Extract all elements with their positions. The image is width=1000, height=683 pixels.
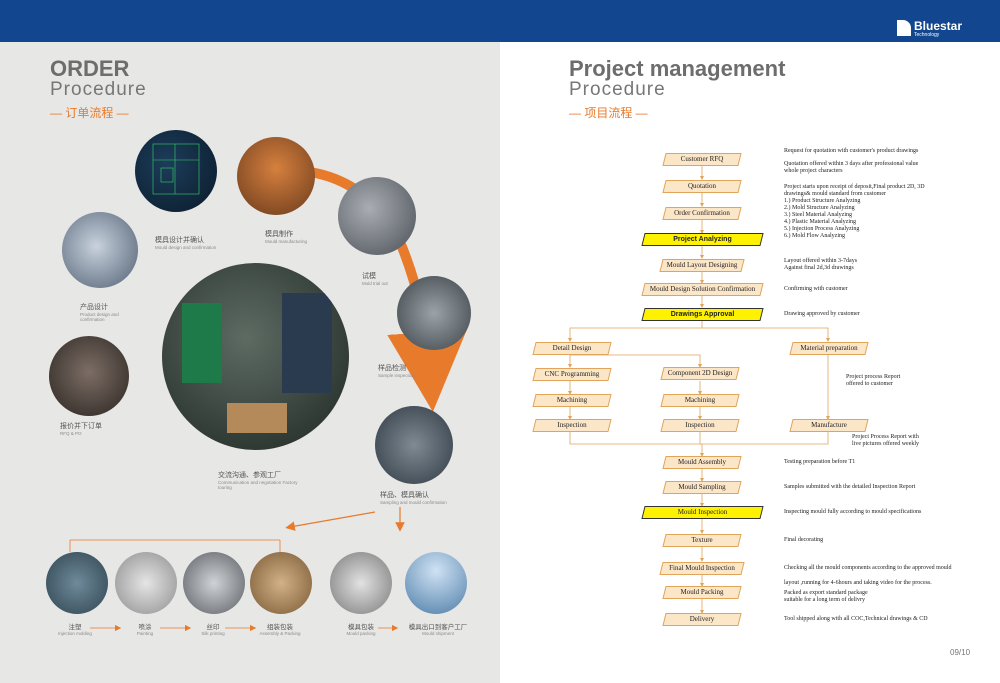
- node-inspection-cnc: Inspection: [532, 419, 612, 432]
- note-confirm: Confirming with customer: [784, 286, 848, 292]
- assembly-packing-photo: [250, 552, 312, 614]
- silk-printing-photo: [183, 552, 245, 614]
- node-drawings-approval: Drawings Approval: [641, 308, 764, 321]
- node-mould-layout-designing: Mould Layout Designing: [659, 259, 745, 272]
- node-quotation: Quotation: [662, 180, 742, 193]
- node-component-2d-design: Component 2D Design: [660, 367, 740, 380]
- note-samples: Samples submitted with the detailed Insp…: [784, 484, 916, 490]
- flowchart-connectors: [568, 166, 830, 614]
- note-analysis-4: 4.) Plastic Material Analyzing: [784, 219, 856, 225]
- arrow-to-production: [285, 511, 376, 531]
- note-inspecting: Inspecting mould fully according to moul…: [784, 509, 922, 515]
- bluestar-logo-icon: [897, 20, 911, 36]
- order-subtitle: Procedure: [50, 79, 147, 100]
- node-machining-component: Machining: [660, 394, 740, 407]
- header-bar: [0, 0, 1000, 42]
- note-drawing-approved: Drawing approved by customer: [784, 311, 860, 317]
- node-mould-sampling: Mould Sampling: [662, 481, 742, 494]
- note-analysis-3: 3.) Steel Material Analyzing: [784, 212, 852, 218]
- note-quotation-1: Quotation offered within 3 days after pr…: [784, 161, 919, 167]
- sample-inspection-photo: [397, 276, 471, 350]
- note-weekly-report-1: Project Process Report with: [852, 434, 919, 440]
- painting-photo: [115, 552, 177, 614]
- note-weekly-report-2: live pictures offered weekly: [852, 441, 920, 447]
- pm-title: Project management: [569, 56, 786, 81]
- node-final-mould-inspection: Final Mould Inspection: [659, 562, 745, 575]
- pm-cn-title: — 项目流程 —: [569, 106, 648, 120]
- order-title: ORDER: [50, 56, 130, 81]
- mould-design-photo: [135, 130, 217, 212]
- mould-packing-photo: [330, 552, 392, 614]
- note-decorating: Final decorating: [784, 537, 824, 543]
- node-delivery: Delivery: [662, 613, 742, 626]
- note-packed-2: suitable for a long term of delivry: [784, 597, 865, 603]
- node-mould-inspection: Mould Inspection: [641, 506, 764, 519]
- project-management-panel: [500, 42, 1000, 683]
- sampling-confirmation-photo: [375, 406, 453, 484]
- note-layout-2: Against final 2d,3d drawings: [784, 265, 854, 271]
- brand-sub: Technology: [914, 32, 940, 38]
- note-analysis-2: 2.) Mold Structure Analyzing: [784, 205, 855, 211]
- mold-trial-photo: [338, 177, 416, 255]
- note-rfq: Request for quotation with customer's pr…: [784, 148, 919, 154]
- note-quotation-2: whole project characters: [784, 168, 843, 174]
- note-process-report-2: offered to customer: [846, 381, 893, 387]
- node-machining-cnc: Machining: [532, 394, 612, 407]
- node-design-solution-confirmation: Mould Design Solution Confirmation: [641, 283, 764, 296]
- node-mould-packing: Mould Packing: [662, 586, 742, 599]
- note-checking-2: layout ,running for 4-6hours and taking …: [784, 580, 932, 586]
- rfq-po-photo: [49, 336, 129, 416]
- mould-manufacturing-photo: [237, 137, 315, 215]
- node-inspection-component: Inspection: [660, 419, 740, 432]
- note-project-start-2: drawings& mould standard from customer: [784, 191, 886, 197]
- node-project-analyzing: Project Analyzing: [641, 233, 764, 246]
- note-analysis-5: 5.) Injection Process Analyzing: [784, 226, 860, 232]
- node-order-confirmation: Order Confirmation: [662, 207, 742, 220]
- note-analysis-1: 1.) Product Structure Analyzing: [784, 198, 861, 204]
- page-number: 09/10: [950, 648, 971, 657]
- brand-logo: Bluestar Technology: [897, 20, 992, 40]
- pm-subtitle: Procedure: [569, 79, 666, 100]
- node-customer-rfq: Customer RFQ: [662, 153, 742, 166]
- node-mould-assembly: Mould Assembly: [662, 456, 742, 469]
- mould-shipment-photo: [405, 552, 467, 614]
- injection-molding-photo: [46, 552, 108, 614]
- note-layout-1: Layout offered within 3-7days: [784, 258, 858, 264]
- node-texture: Texture: [662, 534, 742, 547]
- note-analysis-6: 6.) Mold Flow Analyzing: [784, 233, 845, 239]
- communication-photo: [162, 263, 349, 450]
- note-packed-1: Packed as export standard package: [784, 590, 868, 596]
- note-project-start-1: Project starts upon receipt of deposit,F…: [784, 184, 925, 190]
- note-checking-1: Checking all the mould components accord…: [784, 565, 952, 571]
- node-manufacture: Manufacture: [789, 419, 869, 432]
- order-cn-title: — 订单流程 —: [50, 106, 129, 120]
- note-process-report-1: Project process Report: [846, 374, 901, 380]
- node-material-preparation: Material preparation: [789, 342, 869, 355]
- product-design-photo: [62, 212, 138, 288]
- brand-name: Bluestar: [914, 19, 963, 33]
- node-detail-design: Detail Design: [532, 342, 612, 355]
- note-shipped: Tool shipped along with all COC,Technica…: [784, 616, 928, 622]
- node-cnc-programming: CNC Programming: [532, 368, 612, 381]
- note-testing: Testing preparation before T1: [784, 459, 856, 465]
